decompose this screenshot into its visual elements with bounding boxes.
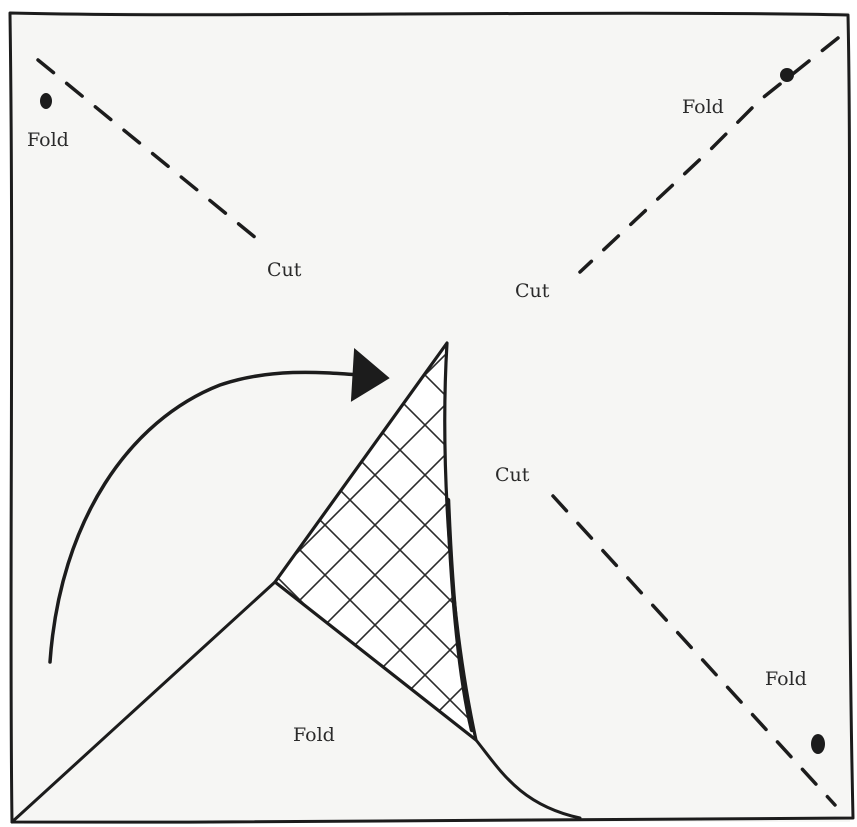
fold-label-bottom-center: Fold bbox=[293, 724, 335, 746]
arrow-head-icon bbox=[350, 347, 390, 402]
cut-label-upper-right: Cut bbox=[515, 280, 550, 302]
cut-label-middle: Cut bbox=[495, 464, 530, 486]
corner-dot-icon-bottom-right bbox=[811, 734, 825, 754]
fold-label-top-left: Fold bbox=[27, 129, 69, 151]
fold-edge-bottom-left bbox=[10, 580, 277, 824]
corner-dot-icon-top-right bbox=[780, 68, 794, 82]
curved-arrow-icon bbox=[48, 370, 362, 664]
fold-label-bottom-right: Fold bbox=[765, 668, 807, 690]
fold-label-top-right: Fold bbox=[682, 96, 724, 118]
corner-dot-icon-top-left bbox=[40, 93, 52, 109]
cut-line-upper-left bbox=[36, 58, 264, 245]
cut-line-lower-right bbox=[551, 494, 837, 807]
cut-label-upper-left: Cut bbox=[267, 259, 302, 281]
cut-line-upper-right bbox=[578, 36, 840, 274]
paper-border bbox=[8, 11, 855, 824]
flap-edge-shadow bbox=[445, 497, 475, 733]
fold-edge-bottom-curve bbox=[474, 738, 582, 820]
folded-flap bbox=[275, 343, 476, 740]
